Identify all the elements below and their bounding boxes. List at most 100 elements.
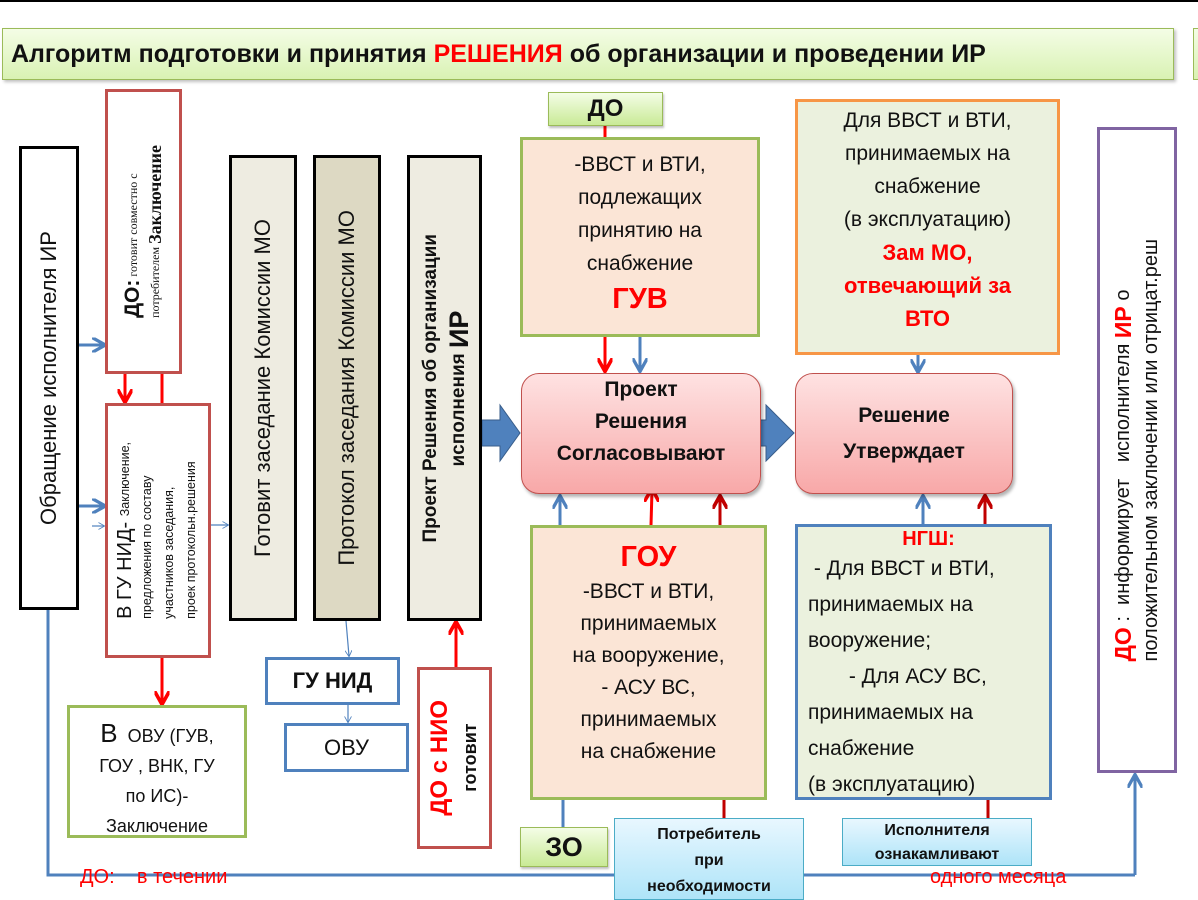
ovu-line4: Заключение bbox=[106, 816, 208, 836]
do-conclusion-text: ДО: готовит совместно с потребителем Зак… bbox=[120, 145, 166, 318]
ispolnitelya-box: Исполнителя ознакамливают bbox=[842, 818, 1032, 866]
zo-label-text: ЗО bbox=[545, 831, 583, 862]
ovu-line3: по ИС)- bbox=[125, 786, 189, 806]
guv-box: -ВВСТ и ВТИ, подлежащих принятию на снаб… bbox=[520, 137, 760, 337]
guv-line: снабжение bbox=[586, 252, 694, 275]
proekt-line2: исполнения bbox=[447, 347, 469, 466]
gou-line: на снабжение bbox=[580, 740, 717, 763]
gou-line: принимаемых bbox=[580, 612, 717, 635]
guv-red: ГУВ bbox=[612, 283, 668, 315]
komissiya-prepare-box: Готовит заседание Комиссии МО bbox=[229, 155, 297, 621]
do-bold: Заключение bbox=[144, 145, 165, 244]
zam-red: отвечающий за bbox=[844, 273, 1011, 298]
ngsh-box: НГШ: - Для ВВСТ и ВТИ, принимаемых на во… bbox=[795, 524, 1052, 800]
gou-red: ГОУ bbox=[620, 541, 677, 573]
gunid-box: ГУ НИД bbox=[265, 657, 400, 705]
ngsh-line: принимаемых на bbox=[808, 701, 974, 724]
do-label: ДО: bbox=[120, 279, 144, 318]
inform-red: ДО bbox=[1110, 626, 1136, 662]
ngsh-line: - Для АСУ ВС, bbox=[808, 665, 987, 688]
ngsh-line: вооружение; bbox=[808, 629, 932, 652]
potreb-line: при bbox=[694, 852, 724, 869]
ngsh-line: принимаемых на bbox=[808, 593, 974, 616]
proekt-resheniya-box: Проект Решения об организации исполнения… bbox=[407, 155, 482, 621]
gunid-line4: проек протокольн.решения bbox=[184, 461, 198, 619]
potrebitel-box: Потребитель при необходимости bbox=[614, 818, 804, 900]
arrow-komis2-to-gunid2 bbox=[346, 620, 349, 656]
footer-right-note: одного месяца bbox=[930, 866, 1067, 888]
title-suffix: об организации и проведении ИР bbox=[569, 39, 986, 68]
do-nio-red: ДО с НИО bbox=[425, 700, 453, 816]
gou-line: - АСУ ВС, bbox=[601, 676, 696, 699]
ovu-line1: ОВУ (ГУВ, bbox=[127, 726, 214, 746]
inform-red2: ИР bbox=[1110, 306, 1136, 338]
proekt-big: ИР bbox=[443, 310, 474, 348]
inform-line2: положительном заключении или отрицат.реш bbox=[1140, 238, 1162, 662]
zam-line: (в эксплуатацию) bbox=[843, 208, 1012, 231]
gunid-line1: Заключение, bbox=[118, 442, 132, 517]
soglas-line: Согласовывают bbox=[556, 442, 726, 465]
page-title: Алгоритм подготовки и принятия РЕШЕНИЯ о… bbox=[2, 28, 1174, 80]
proekt-line1: Проект Решения об организации bbox=[419, 233, 441, 543]
zam-mo-box: Для ВВСТ и ВТИ, принимаемых на снабжение… bbox=[795, 99, 1060, 355]
ovu-line2: ГОУ , ВНК, ГУ bbox=[99, 756, 215, 776]
ovu-text: ОВУ bbox=[323, 734, 370, 760]
inform-text1: : информирует исполнителя bbox=[1112, 337, 1134, 627]
gou-line: на вооружение, bbox=[572, 644, 725, 667]
gunid-line3: участников заседания, bbox=[162, 486, 176, 619]
obrashchenie-box: Обращение исполнителя ИР bbox=[19, 146, 79, 610]
arrow-gou-to-soglas-red bbox=[651, 490, 652, 526]
komissiya-prepare-text: Готовит заседание Комиссии МО bbox=[250, 219, 275, 557]
ngsh-line: - Для ВВСТ и ВТИ, bbox=[808, 557, 995, 580]
do-conclusion-box: ДО: готовит совместно с потребителем Зак… bbox=[105, 89, 182, 374]
gunid-big: В ГУ НИД- bbox=[114, 516, 136, 619]
inform-box: ДО : информирует исполнителя ИР о положи… bbox=[1097, 127, 1177, 773]
potreb-line: Потребитель bbox=[657, 826, 761, 843]
utverzh-line: Решение bbox=[858, 403, 950, 427]
ispoln-line: Исполнителя bbox=[884, 822, 990, 839]
zam-line: принимаемых на bbox=[844, 142, 1011, 165]
guv-line: подлежащих bbox=[578, 186, 702, 209]
komissiya-protocol-box: Протокол заседания Комиссии МО bbox=[313, 155, 381, 621]
zam-line: снабжение bbox=[874, 175, 981, 198]
soglas-line: Решения bbox=[594, 410, 688, 433]
utverzh-line: Утверждает bbox=[843, 439, 965, 463]
gou-line: -ВВСТ и ВТИ, bbox=[582, 580, 715, 603]
do-text2: потребителем bbox=[147, 246, 162, 318]
title-highlight: РЕШЕНИЯ bbox=[433, 39, 563, 68]
ispoln-line: ознакамливают bbox=[874, 846, 1000, 863]
footer-left-note: ДО: в течении bbox=[80, 866, 228, 888]
obrashchenie-text: Обращение исполнителя ИР bbox=[36, 231, 61, 525]
guv-line: -ВВСТ и ВТИ, bbox=[574, 153, 706, 176]
do-nio-text: ДО с НИО готовит bbox=[425, 700, 485, 816]
gunid-text: ГУ НИД bbox=[292, 668, 373, 693]
zo-label: ЗО bbox=[520, 827, 608, 867]
ngsh-red: НГШ: bbox=[902, 528, 955, 550]
utverzhdenie-box: Решение Утверждает bbox=[795, 373, 1013, 494]
soglas-line: Проект bbox=[604, 378, 678, 401]
ovu-big: В bbox=[100, 718, 118, 748]
guv-line: принятию на bbox=[578, 219, 702, 242]
inform-text: ДО : информирует исполнителя ИР о положи… bbox=[1109, 239, 1165, 661]
ovu-conclusion-box: В ОВУ (ГУВ, ГОУ , ВНК, ГУ по ИС)- Заключ… bbox=[67, 705, 247, 838]
do-top-label-text: ДО bbox=[587, 95, 624, 122]
ngsh-line: снабжение bbox=[808, 737, 915, 760]
do-nio-box: ДО с НИО готовит bbox=[417, 667, 492, 849]
do-text1: готовит совместно с bbox=[125, 173, 140, 277]
do-nio-black: готовит bbox=[459, 723, 480, 793]
zam-red: Зам МО, bbox=[882, 240, 973, 265]
do-top-label: ДО bbox=[548, 92, 663, 126]
title-bar-edge bbox=[1193, 28, 1198, 80]
komissiya-protocol-text: Протокол заседания Комиссии МО bbox=[334, 210, 359, 566]
gunid-line2: предложения по составу bbox=[140, 475, 154, 619]
potreb-line: необходимости bbox=[647, 878, 771, 895]
ovu-box: ОВУ bbox=[284, 723, 409, 772]
zam-red: ВТО bbox=[904, 306, 951, 331]
zam-line: Для ВВСТ и ВТИ, bbox=[843, 109, 1012, 132]
proekt-resheniya-text: Проект Решения об организации исполнения… bbox=[417, 233, 474, 543]
gunid-conclusion-box: В ГУ НИД- Заключение, предложения по сос… bbox=[105, 403, 211, 658]
top-border-line bbox=[0, 0, 1198, 2]
title-prefix: Алгоритм подготовки и принятия bbox=[11, 39, 427, 68]
gunid-conclusion-text: В ГУ НИД- Заключение, предложения по сос… bbox=[114, 442, 202, 619]
gou-box: ГОУ -ВВСТ и ВТИ, принимаемых на вооружен… bbox=[530, 525, 767, 800]
